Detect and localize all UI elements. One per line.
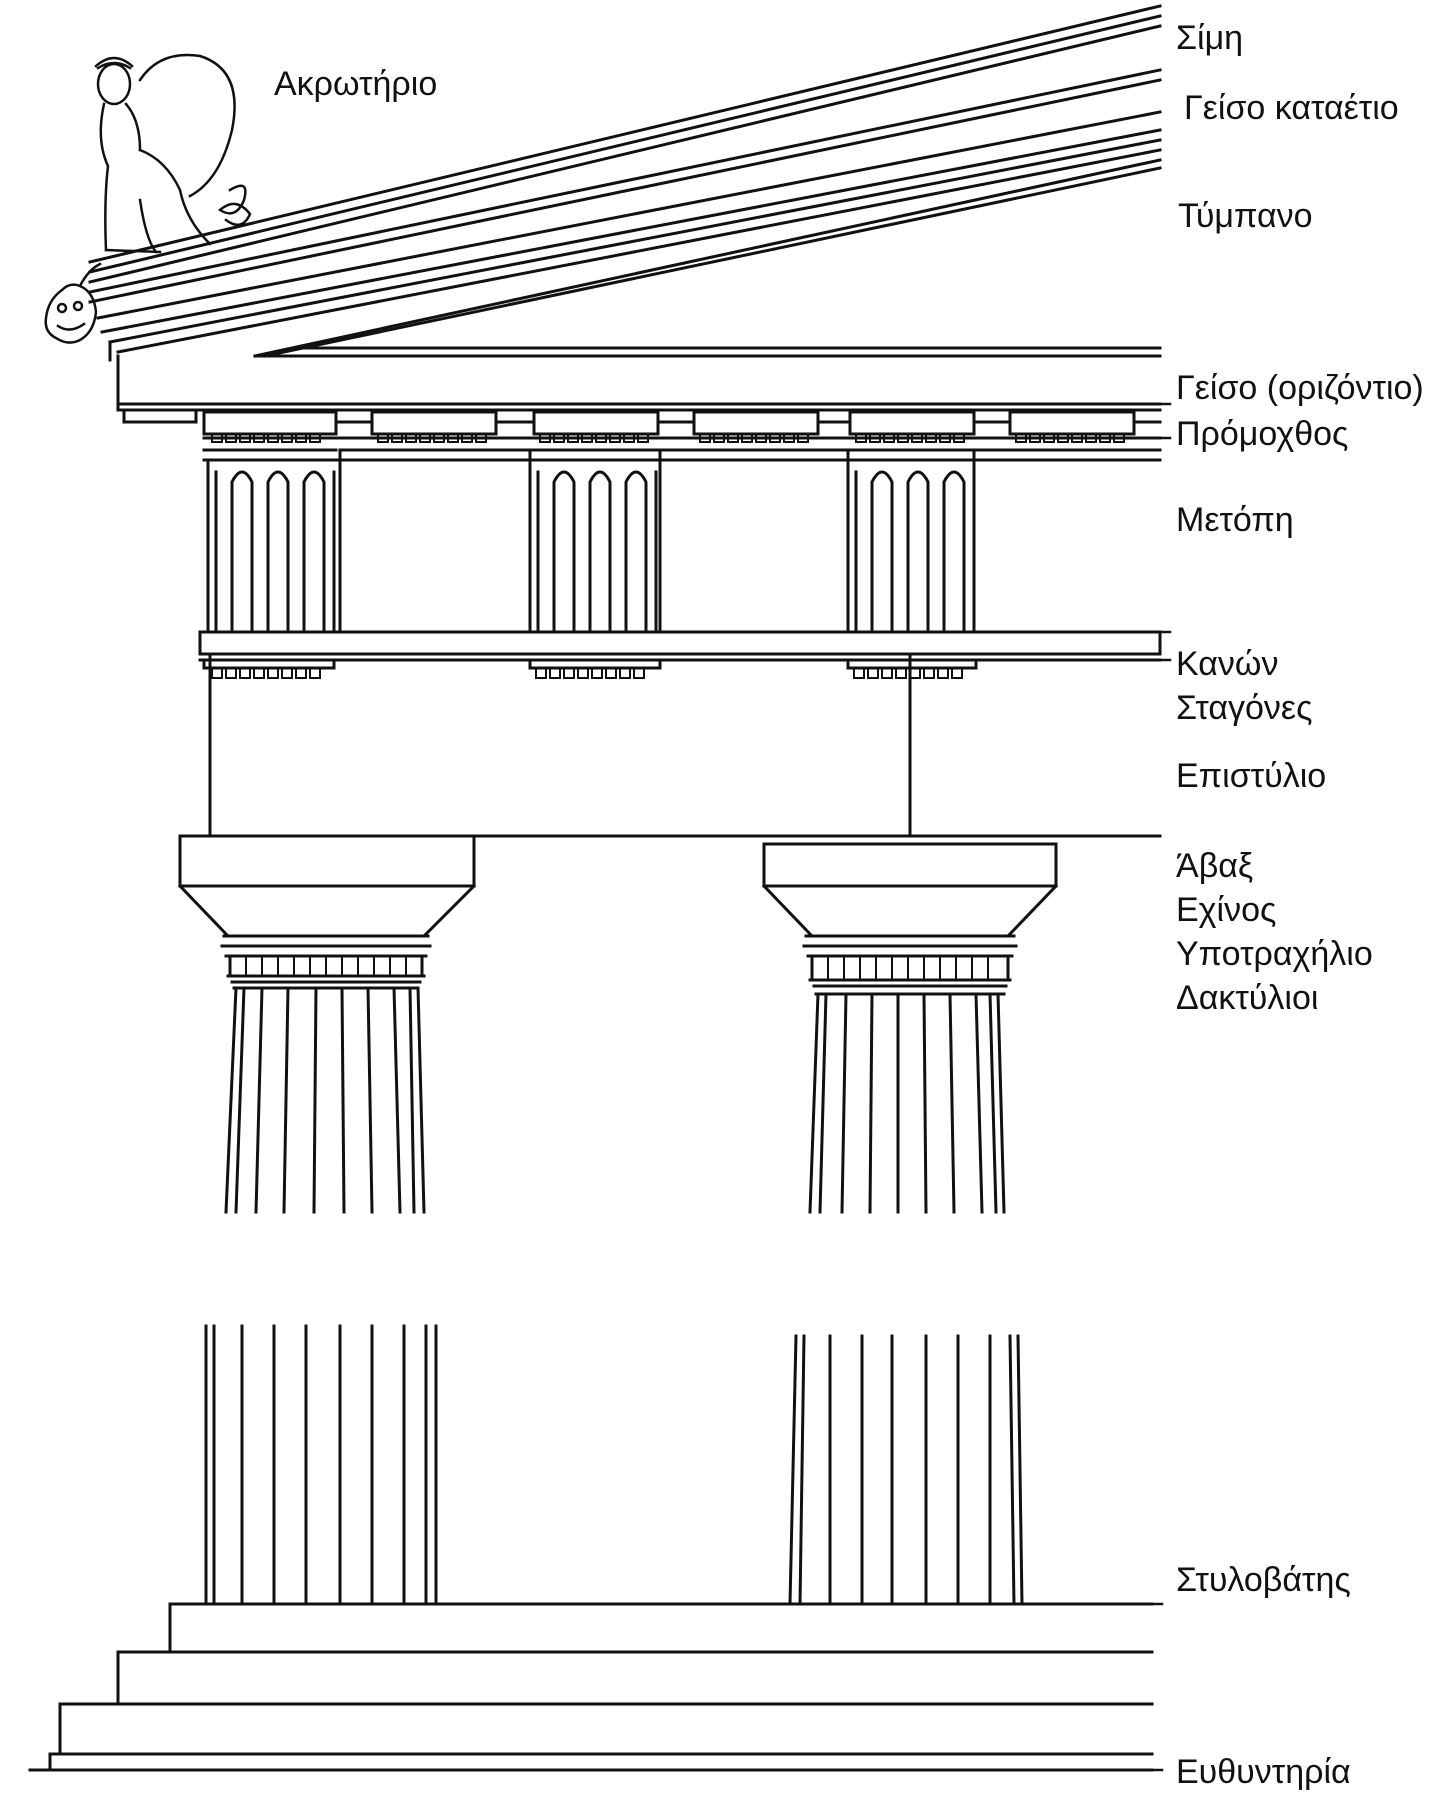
label-metope: Μετόπη [1176,501,1294,539]
abacus-1 [180,836,474,886]
triglyph-3 [848,460,974,632]
label-mutule: Πρόμοχθος [1176,415,1349,453]
column-1-lower-shaft [206,1326,436,1604]
label-horizontal-cornice: Γείσο (οριζόντιο) [1176,369,1424,407]
label-guttae: Σταγόνες [1176,689,1313,727]
label-annulets: Δακτύλιοι [1176,979,1319,1017]
label-abacus: Άβαξ [1176,847,1254,885]
label-regula: Κανών [1176,645,1279,683]
lion-head-spout [46,264,100,343]
abacus-2 [764,844,1056,886]
label-akroterion: Ακρωτήριο [274,65,438,103]
frieze [208,450,974,632]
triglyph-2 [530,460,656,632]
tympanum [255,160,1160,356]
column-1 [180,836,474,1604]
label-tympanum: Τύμπανο [1178,197,1313,235]
echinus-2 [764,886,1056,936]
taenia [200,632,1160,678]
column-2-lower-shaft [790,1336,1022,1604]
sphinx-akroterion [96,55,250,252]
label-architrave: Επιστύλιο [1176,757,1327,795]
stylobate-steps [30,1604,1152,1770]
column-2 [764,844,1056,1604]
column-2-upper-shaft [810,994,1004,1212]
label-echinus: Εχίνος [1176,891,1277,929]
label-euthynteria: Ευθυντηρία [1176,1753,1351,1791]
raking-cornice [90,6,1160,360]
label-raking-cornice: Γείσο καταέτιο [1184,89,1399,127]
label-hypotrachelion: Υποτραχήλιο [1176,935,1373,973]
mutule-guttae [212,434,1124,442]
architrave [180,654,1160,836]
leader-lines [1152,404,1170,1770]
label-sima: Σίμη [1176,19,1244,57]
triglyph-1 [208,460,334,632]
column-1-upper-shaft [226,988,424,1212]
echinus-1 [180,886,474,936]
horizontal-cornice [118,356,1160,460]
label-stylobate: Στυλοβάτης [1176,1561,1351,1599]
